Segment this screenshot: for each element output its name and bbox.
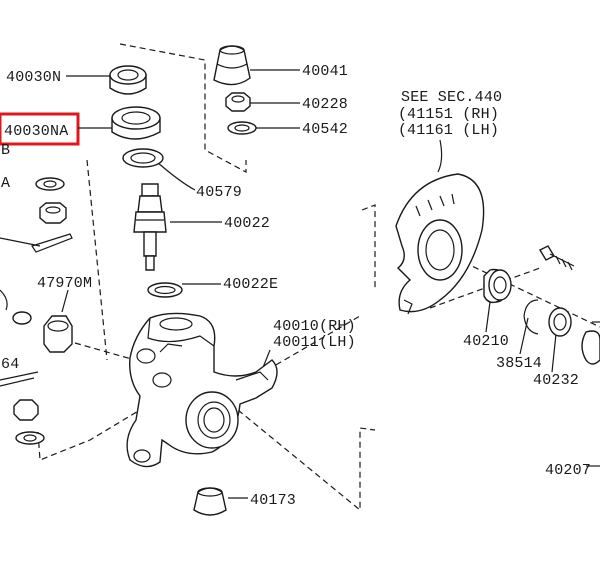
bearing-40210[interactable] <box>483 268 512 304</box>
highlight-box <box>0 112 80 146</box>
seal-40232[interactable] <box>548 307 572 337</box>
label-40207[interactable]: 40207 <box>545 462 591 479</box>
seal-ring-40579[interactable] <box>122 148 164 168</box>
label-41151[interactable]: 41151 (RH) <box>407 106 499 123</box>
snap-ring-38514[interactable] <box>523 299 539 335</box>
label-40542[interactable]: 40542 <box>302 121 348 138</box>
nut-a[interactable] <box>39 202 67 224</box>
label-38514[interactable]: 38514 <box>496 355 542 372</box>
label-40232[interactable]: 40232 <box>533 372 579 389</box>
label-40228[interactable]: 40228 <box>302 96 348 113</box>
boot-40041[interactable] <box>213 45 251 86</box>
nut-40228[interactable] <box>225 92 251 112</box>
label-see-sec-440[interactable]: SEE SEC.440 <box>401 89 502 106</box>
dust-shield[interactable] <box>395 173 485 315</box>
ball-joint-40022[interactable] <box>133 183 167 271</box>
bracket-open: ( <box>398 106 407 123</box>
bracket-open: ( <box>398 122 407 139</box>
washer-40542[interactable] <box>227 121 257 135</box>
label-40579[interactable]: 40579 <box>196 184 242 201</box>
washer-a[interactable] <box>35 177 65 191</box>
label-40041[interactable]: 40041 <box>302 63 348 80</box>
label-40030N[interactable]: 40030N <box>6 69 61 86</box>
label-40022E[interactable]: 40022E <box>223 276 278 293</box>
label-47970M[interactable]: 47970M <box>37 275 92 292</box>
label-cut-b: B <box>1 142 10 159</box>
label-cut-a: A <box>1 175 10 192</box>
label-40010[interactable]: 40010(RH) <box>273 318 356 335</box>
label-40030NA[interactable]: 40030NA <box>4 123 68 140</box>
bearing-40030N[interactable] <box>109 65 147 95</box>
label-cut-64: 64 <box>1 356 19 373</box>
label-40210[interactable]: 40210 <box>463 333 509 350</box>
label-40022[interactable]: 40022 <box>224 215 270 232</box>
bearing-40030NA[interactable] <box>111 106 161 140</box>
washer-40022E[interactable] <box>147 282 183 298</box>
label-41161[interactable]: 41161 (LH) <box>407 122 499 139</box>
steering-knuckle[interactable] <box>126 312 278 468</box>
boot-40173[interactable] <box>193 487 227 516</box>
cotter-pin[interactable] <box>0 233 73 253</box>
left-edge-parts <box>0 289 45 445</box>
wheel-bolt[interactable] <box>539 245 575 271</box>
nut-47970M[interactable] <box>43 315 73 353</box>
hub-40207[interactable] <box>581 321 600 467</box>
label-40173[interactable]: 40173 <box>250 492 296 509</box>
